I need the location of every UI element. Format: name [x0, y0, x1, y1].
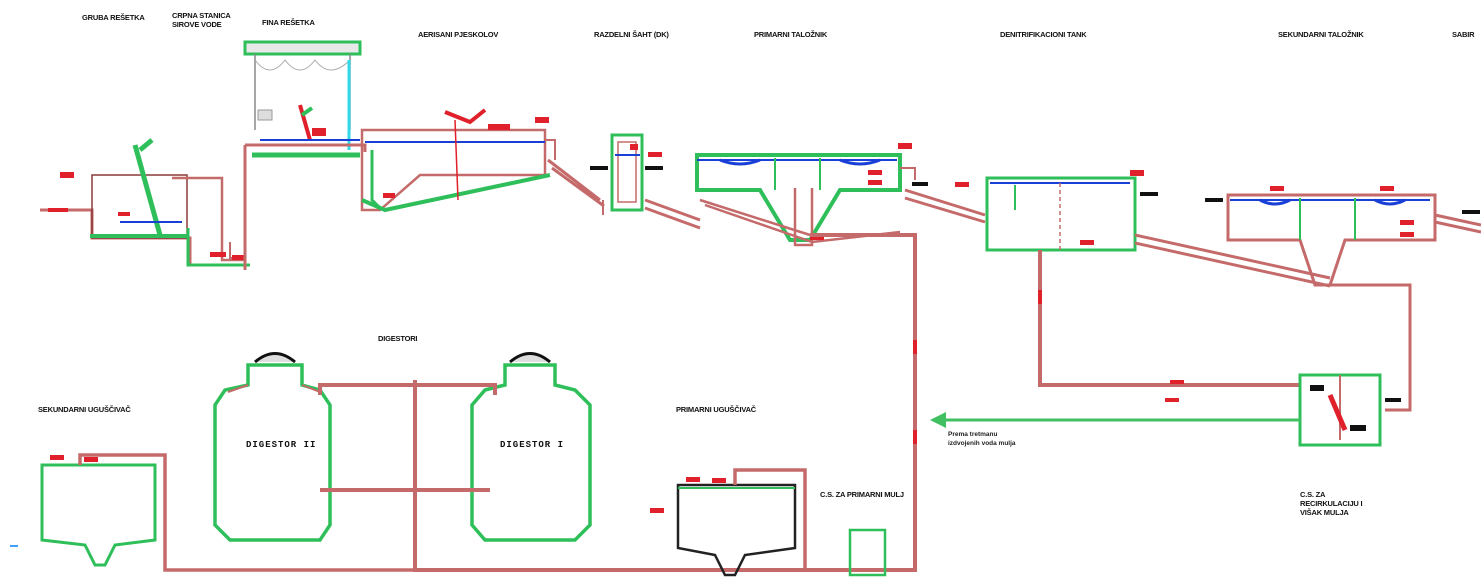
label-fina-resetka: FINA REŠETKA — [262, 18, 315, 27]
pipe-marker — [1038, 290, 1042, 304]
label-digestor-2: DIGESTOR II — [246, 440, 317, 450]
primary-sludge-pumping-station — [848, 528, 887, 577]
sludge-water-flow-arrow — [930, 412, 1300, 428]
pipe-primary-to-denitrification — [904, 188, 986, 224]
label-crpna-stanica: CRPNA STANICA SIROVE VODE — [172, 11, 231, 29]
coarse-screen-channel — [40, 138, 250, 267]
primary-thickener — [590, 468, 915, 577]
label-primarni-uguscivac: PRIMARNI UGUŠČIVAČ — [676, 405, 757, 414]
recirculation-pumping-station — [1165, 373, 1401, 447]
pipe-marker — [913, 430, 917, 444]
distribution-chamber — [590, 133, 701, 230]
secondary-clarifier — [1205, 186, 1481, 412]
label-cs-recirkulaciju: C.S. ZA RECIRKULACIJU I VIŠAK MULJA — [1300, 490, 1363, 517]
label-sabir: SABIR — [1452, 30, 1475, 39]
pipe-denitrification-to-secondary — [1134, 233, 1331, 288]
label-denitrifikacioni-tank: DENITRIFIKACIONI TANK — [1000, 30, 1087, 39]
aerated-grit-chamber — [360, 108, 556, 213]
digester-connecting-pipes — [318, 383, 497, 570]
edge-tick — [10, 545, 18, 547]
label-sekundarni-talozhnik: SEKUNDARNI TALOŽNIK — [1278, 30, 1364, 39]
label-prema-postrojenju: Prema tretmanu izdvojenih voda mulja — [948, 431, 1016, 447]
label-digestor-1: DIGESTOR I — [500, 440, 565, 450]
denitrification-tank — [955, 170, 1300, 387]
label-razdelni-saht: RAZDELNI ŠAHT (DK) — [594, 30, 669, 39]
pipe-grit-to-distribution — [547, 158, 605, 208]
label-digestori: DIGESTORI — [378, 334, 418, 343]
digester-1 — [470, 352, 592, 542]
primary-clarifier — [695, 143, 928, 247]
primary-sludge-line — [413, 233, 917, 572]
pipe-marker — [913, 340, 917, 354]
secondary-thickener — [40, 453, 415, 572]
digester-2 — [213, 352, 332, 542]
raw-water-pumping-station — [172, 176, 250, 267]
label-aerisani-pjeskolov: AERISANI PJESKOLOV — [418, 30, 499, 39]
label-gruba-resetka: GRUBA REŠETKA — [82, 13, 145, 22]
label-cs-primarni-mulj: C.S. ZA PRIMARNI MULJ — [820, 490, 904, 499]
label-primarni-talozhnik: PRIMARNI TALOŽNIK — [754, 30, 828, 39]
label-sekundarni-uguscivac: SEKUNDARNI UGUŠČIVAČ — [38, 405, 131, 414]
fine-screen-building — [243, 40, 367, 270]
